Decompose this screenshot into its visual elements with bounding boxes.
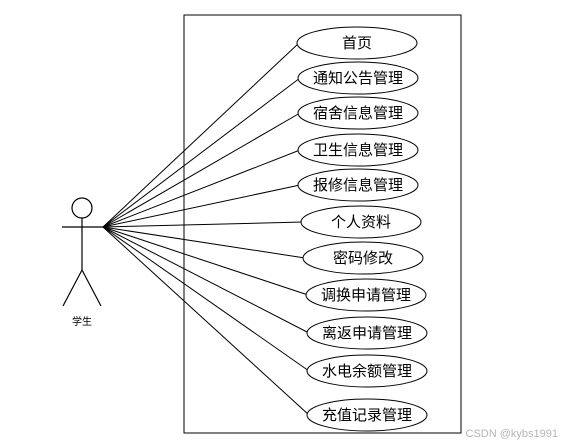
- use-case-dorm: 宿舍信息管理: [297, 96, 419, 130]
- use-case-group: 首页通知公告管理宿舍信息管理卫生信息管理报修信息管理个人资料密码修改调换申请管理…: [296, 26, 428, 432]
- use-case-label: 报修信息管理: [313, 176, 403, 194]
- use-case-ellipse: [300, 205, 422, 239]
- use-case-ellipse: [306, 398, 428, 432]
- use-case-ellipse: [297, 168, 419, 202]
- use-case-label: 首页: [342, 34, 372, 52]
- use-case-label: 通知公告管理: [313, 69, 403, 87]
- use-case-home: 首页: [296, 26, 418, 60]
- association-lines: [102, 42, 310, 416]
- use-case-ellipse: [297, 133, 419, 167]
- use-case-swap: 调换申请管理: [305, 278, 427, 312]
- association-line-swap: [102, 226, 309, 296]
- association-line-notice: [102, 77, 301, 228]
- actor-head: [71, 197, 93, 219]
- use-case-leave-return: 离返申请管理: [306, 316, 428, 350]
- association-line-repair: [102, 184, 301, 228]
- use-case-label: 充值记录管理: [322, 406, 412, 424]
- actor-right-leg: [81, 269, 102, 307]
- use-case-label: 卫生信息管理: [313, 141, 403, 159]
- association-line-recharge: [102, 226, 310, 416]
- use-case-ellipse: [302, 241, 424, 275]
- association-line-profile: [102, 221, 304, 228]
- association-line-utility: [102, 226, 310, 372]
- use-case-label: 水电余额管理: [322, 362, 412, 380]
- actor-student: 学生: [62, 197, 103, 328]
- use-case-utility: 水电余额管理: [306, 354, 428, 388]
- use-case-label: 个人资料: [331, 213, 391, 231]
- use-case-ellipse: [297, 61, 419, 95]
- use-case-label: 密码修改: [333, 249, 393, 267]
- use-case-label: 调换申请管理: [321, 286, 411, 304]
- watermark: CSDN @kybs1991: [465, 428, 558, 440]
- association-line-dorm: [102, 112, 301, 228]
- association-line-hygiene: [102, 149, 301, 228]
- use-case-password: 密码修改: [302, 241, 424, 275]
- use-case-ellipse: [297, 96, 419, 130]
- use-case-repair: 报修信息管理: [297, 168, 419, 202]
- actor-label: 学生: [72, 315, 92, 328]
- association-line-password: [102, 226, 306, 259]
- use-case-ellipse: [306, 354, 428, 388]
- use-case-ellipse: [296, 26, 418, 60]
- use-case-ellipse: [305, 278, 427, 312]
- use-case-notice: 通知公告管理: [297, 61, 419, 95]
- use-case-label: 离返申请管理: [322, 324, 412, 342]
- actor-left-leg: [62, 269, 83, 307]
- association-line-home: [102, 42, 300, 228]
- use-case-ellipse: [306, 316, 428, 350]
- use-case-label: 宿舍信息管理: [313, 104, 403, 122]
- use-case-profile: 个人资料: [300, 205, 422, 239]
- system-boundary: [183, 14, 462, 434]
- use-case-hygiene: 卫生信息管理: [297, 133, 419, 167]
- use-case-recharge: 充值记录管理: [306, 398, 428, 432]
- association-line-leave-return: [102, 226, 310, 334]
